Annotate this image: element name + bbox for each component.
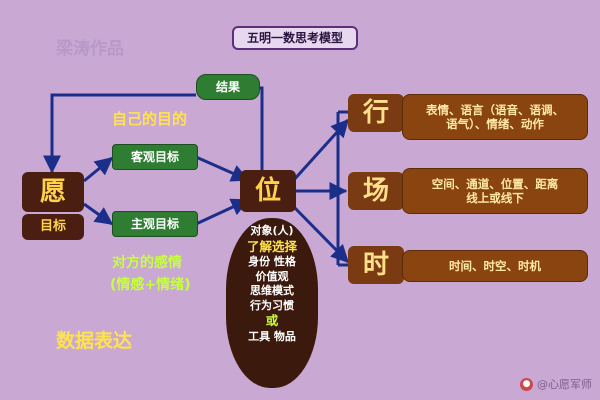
node-shi[interactable]: 时 xyxy=(348,246,404,284)
node-xing[interactable]: 行 xyxy=(348,94,404,132)
center-list-item: 行为习惯 xyxy=(250,298,294,312)
label-own-purpose: 自己的目的 xyxy=(112,110,188,128)
center-list-item: 了解选择 xyxy=(246,238,297,254)
panel-chang-line2: 线上或线下 xyxy=(466,191,524,205)
node-position[interactable]: 位 xyxy=(240,170,296,212)
avatar-icon: ● xyxy=(520,377,533,391)
watermark: 梁涛作品 xyxy=(56,39,124,59)
panel-shi-line1: 时间、时空、时机 xyxy=(449,258,541,273)
panel-chang-line1: 空间、通道、位置、距离 xyxy=(431,176,559,191)
center-list-item: 或 xyxy=(265,313,279,329)
panel-xing-line2: 语气）、情绪、动作 xyxy=(446,117,544,131)
center-list-item: 工具 物品 xyxy=(248,329,296,343)
panel-shi: 时间、时空、时机 xyxy=(402,250,588,282)
node-result[interactable]: 结果 xyxy=(196,74,260,100)
center-list: 对象(人) 了解选择 身份 性格 价值观 思维模式 行为习惯 或 工具 物品 xyxy=(226,224,318,344)
node-wish[interactable]: 愿 xyxy=(22,172,84,212)
center-list-item: 身份 性格 xyxy=(248,255,296,269)
node-subjective-goal[interactable]: 主观目标 xyxy=(112,211,198,237)
center-list-item: 对象(人) xyxy=(250,224,294,237)
label-other-feeling-line1: 对方的感情 xyxy=(112,255,182,271)
label-data-expression: 数据表达 xyxy=(56,330,133,352)
center-list-item: 思维模式 xyxy=(250,284,294,298)
node-objective-goal[interactable]: 客观目标 xyxy=(112,144,198,170)
author-badge-label: @心愿军师 xyxy=(537,378,592,391)
diagram-title: 五明一数思考模型 xyxy=(232,26,358,50)
panel-chang: 空间、通道、位置、距离 线上或线下 xyxy=(402,168,588,214)
center-list-item: 价值观 xyxy=(255,269,289,283)
node-chang[interactable]: 场 xyxy=(348,172,404,210)
author-badge: ● @心愿军师 xyxy=(520,376,592,392)
center-list-backdrop xyxy=(226,218,318,388)
node-goal[interactable]: 目标 xyxy=(22,214,84,240)
panel-xing-line1: 表情、语言（语音、语调、 xyxy=(426,102,564,117)
panel-xing: 表情、语言（语音、语调、 语气）、情绪、动作 xyxy=(402,94,588,140)
label-other-feeling-line2: (情感+情绪) xyxy=(110,277,191,293)
